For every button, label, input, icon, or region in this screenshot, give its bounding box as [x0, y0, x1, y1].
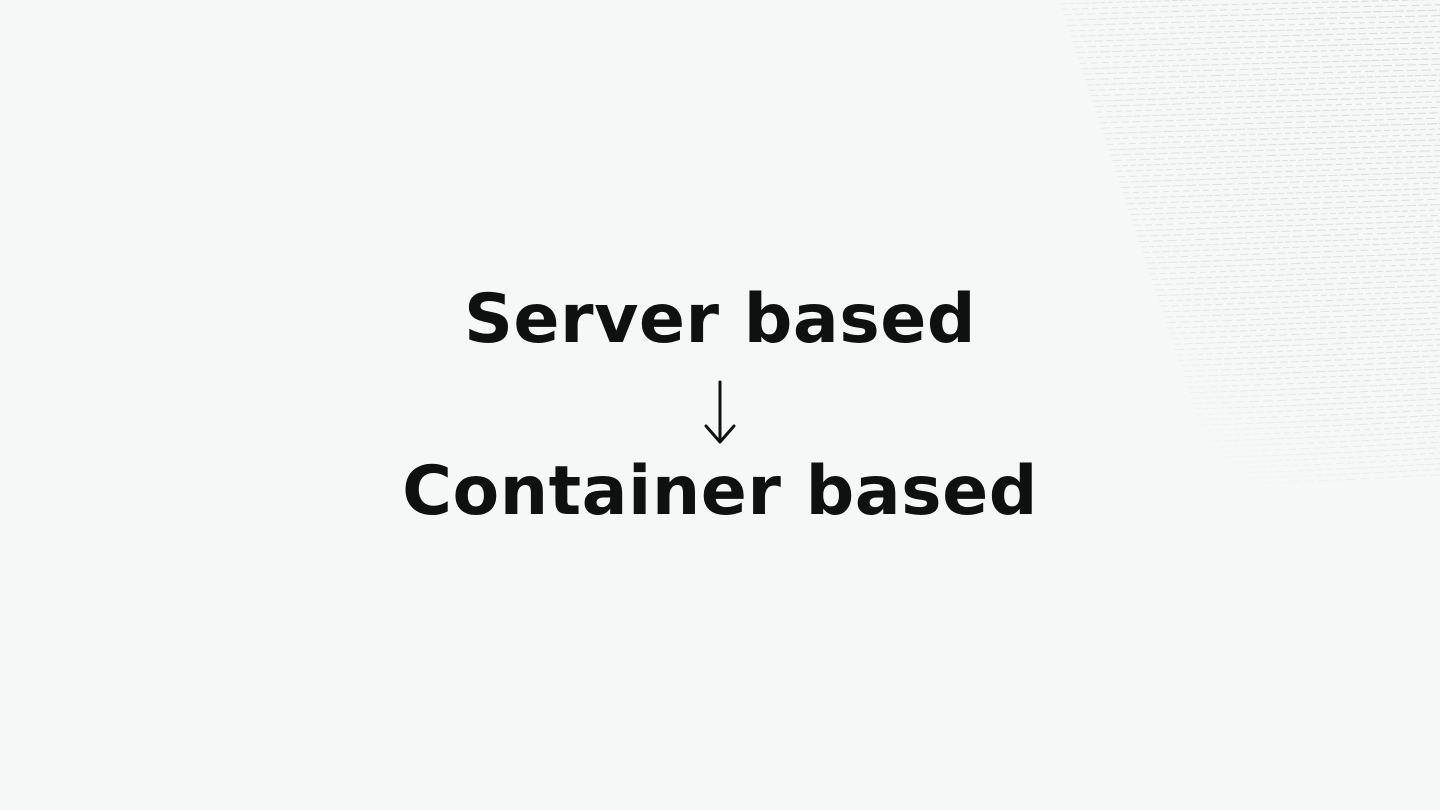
from-label: Server based: [463, 280, 977, 359]
to-label: Container based: [402, 452, 1038, 531]
arrow-down-icon: [704, 380, 736, 444]
